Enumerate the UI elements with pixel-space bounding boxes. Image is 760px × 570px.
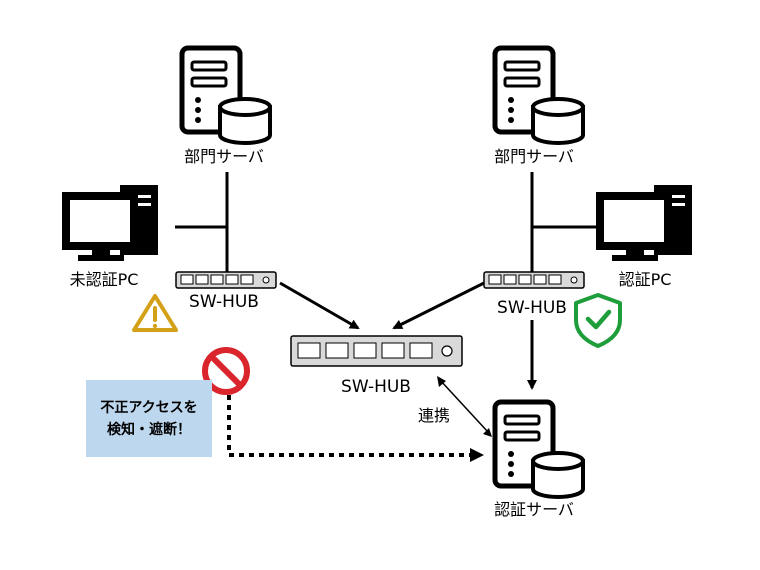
server-right-icon	[492, 45, 585, 145]
dotted-arrowhead	[470, 448, 484, 462]
hub-right-icon	[483, 271, 585, 289]
pc-unauth-icon	[62, 185, 158, 261]
hub-left-label: SW-HUB	[189, 292, 259, 312]
warning-triangle-icon	[132, 294, 178, 332]
hub-center-icon	[290, 335, 463, 367]
callout-line-2: 検知・遮断！	[107, 421, 191, 438]
server-left-label: 部門サーバ	[184, 147, 264, 166]
prohibited-icon	[202, 347, 250, 395]
arrow-right-hub-to-center	[392, 281, 485, 330]
hub-center-label: SW-HUB	[341, 377, 411, 397]
arrow-left-hub-to-center	[279, 281, 360, 330]
server-right-label: 部門サーバ	[494, 147, 574, 166]
callout-line-1: 不正アクセスを	[100, 399, 198, 416]
connections	[175, 172, 598, 462]
arrow-center-hub-auth-server-link	[437, 376, 492, 437]
auth-server-label: 認証サーバ	[494, 500, 574, 519]
alert-callout: 不正アクセスを 検知・遮断！	[86, 380, 212, 457]
pc-auth-icon	[596, 185, 692, 261]
server-left-icon	[179, 45, 272, 145]
pc-unauth-label: 未認証PC	[70, 270, 139, 289]
auth-server-icon	[492, 399, 585, 499]
link-label: 連携	[418, 406, 450, 425]
hub-left-icon	[175, 271, 277, 289]
shield-check-icon	[574, 293, 622, 348]
hub-right-label: SW-HUB	[497, 298, 567, 318]
pc-auth-label: 認証PC	[619, 270, 672, 289]
